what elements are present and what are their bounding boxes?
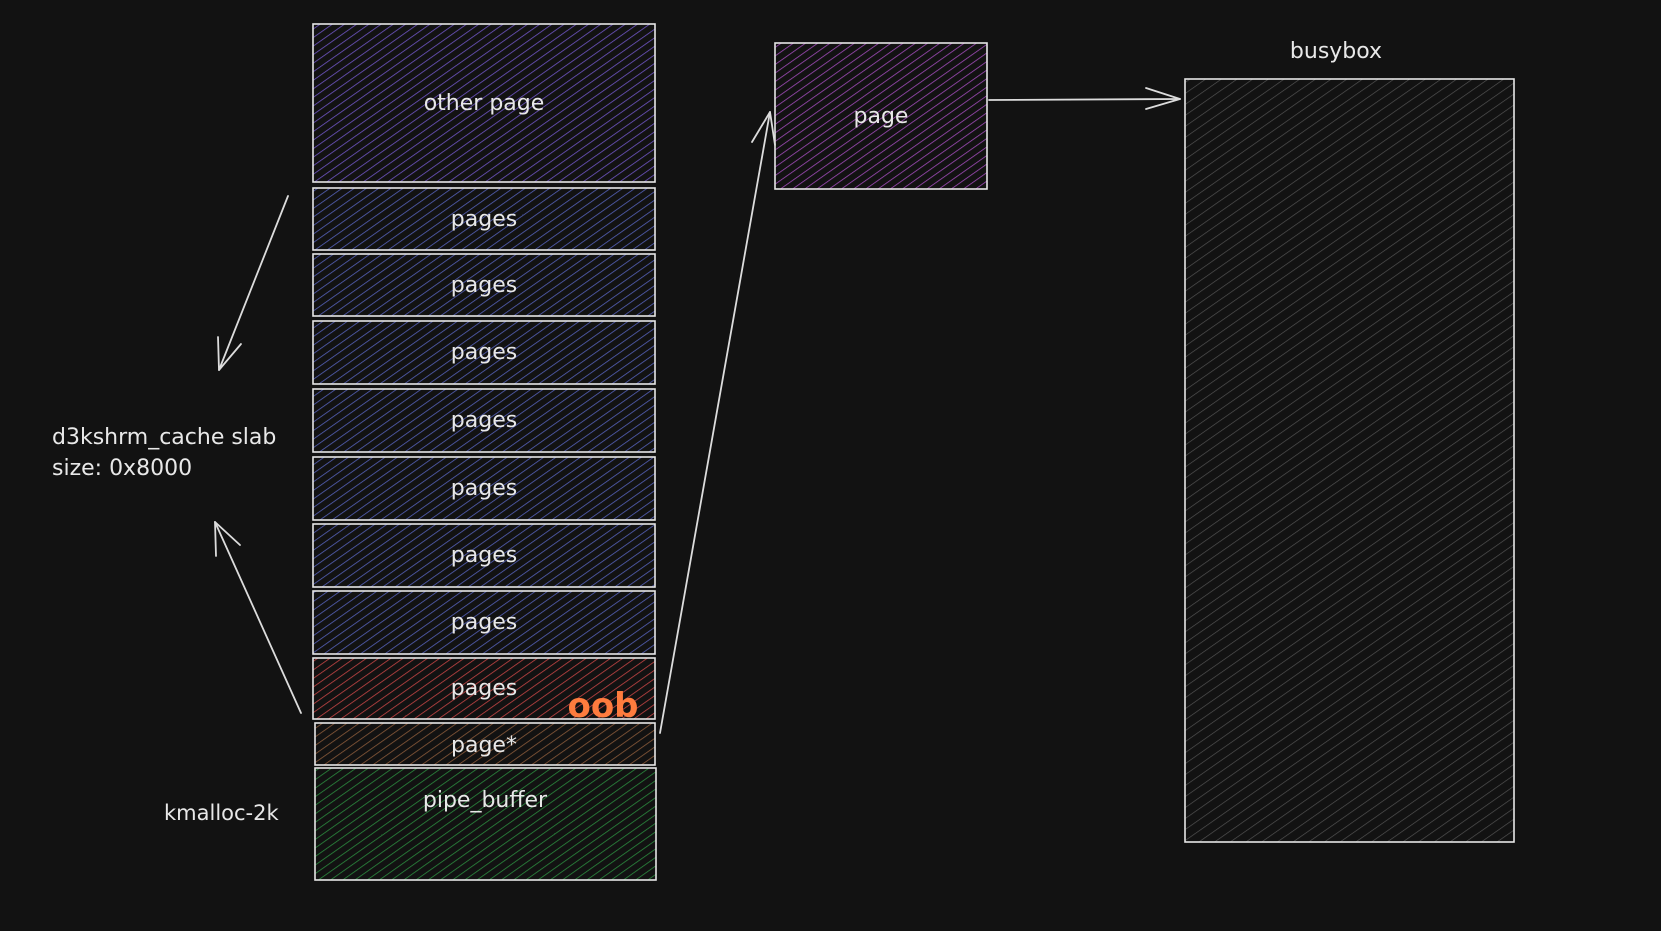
- pages-label: pages: [451, 207, 517, 232]
- arrow-page-to-busybox: [988, 87, 1181, 110]
- pages-label: pages: [451, 476, 517, 501]
- pages-label: pages: [451, 408, 517, 433]
- arrow-to-slab-label-down: [217, 195, 289, 371]
- busybox-block: [1184, 78, 1515, 843]
- page-ptr-label: page*: [451, 733, 517, 758]
- page-block: page: [774, 42, 988, 190]
- busybox-label: busybox: [1290, 39, 1382, 64]
- pages-block-5: pages: [312, 456, 656, 521]
- pages-label: pages: [451, 340, 517, 365]
- pages-label: pages: [451, 610, 517, 635]
- pipe-buffer-block: pipe_buffer: [314, 767, 657, 881]
- pages-block-1: pages: [312, 187, 656, 251]
- pages-oob-block: pages oob: [312, 657, 656, 726]
- other-page-block: other page: [312, 23, 656, 183]
- pages-block-6: pages: [312, 523, 656, 588]
- kmalloc-label: kmalloc-2k: [164, 801, 279, 825]
- oob-mark: oob: [567, 686, 638, 726]
- pages-label: pages: [451, 543, 517, 568]
- slab-size: size: 0x8000: [52, 456, 192, 481]
- page-ptr-block: page*: [314, 722, 656, 766]
- arrow-to-slab-label-up: [214, 521, 302, 714]
- page-label: page: [854, 104, 909, 129]
- arrow-page-ptr-to-page: [659, 111, 776, 734]
- pipe-buffer-label: pipe_buffer: [423, 788, 548, 813]
- pages-label: pages: [451, 273, 517, 298]
- pages-block-4: pages: [312, 388, 656, 453]
- pages-block-2: pages: [312, 253, 656, 317]
- pages-block-3: pages: [312, 320, 656, 385]
- pages-block-7: pages: [312, 590, 656, 655]
- slab-title: d3kshrm_cache slab: [52, 425, 276, 450]
- pages-oob-label: pages: [451, 676, 517, 701]
- other-page-label: other page: [424, 91, 545, 116]
